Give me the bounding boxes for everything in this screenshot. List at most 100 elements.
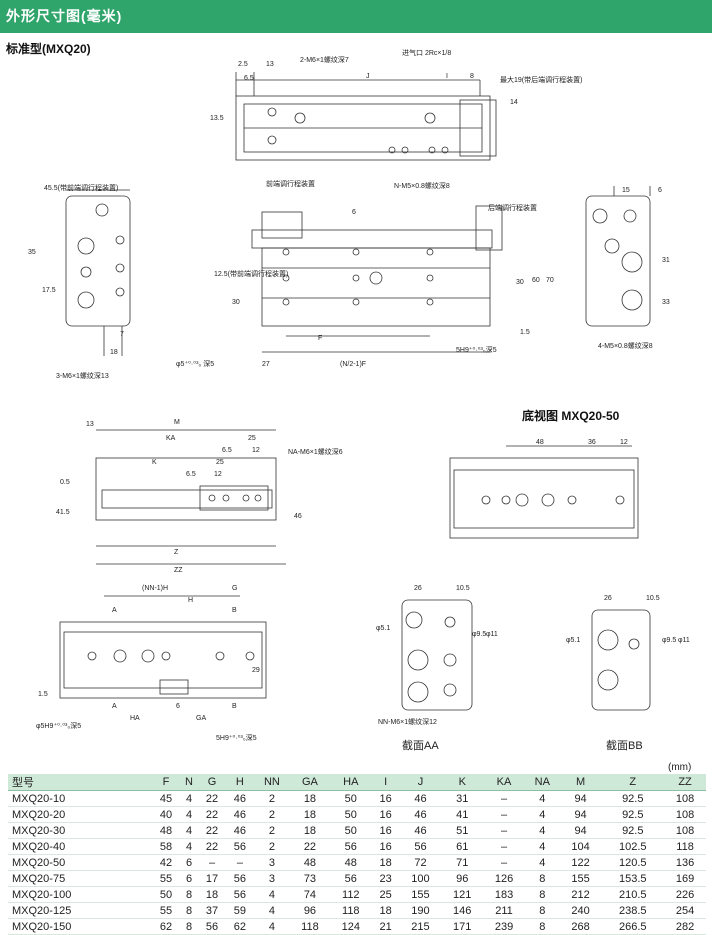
dim-a: A	[112, 607, 117, 614]
dim-70: 70	[546, 277, 554, 284]
side-view-drawing	[95, 429, 286, 565]
table-cell: 6	[179, 870, 199, 887]
dim-k: K	[152, 459, 157, 466]
dim-nn-thread: NN-M6×1螺纹深12	[378, 717, 437, 726]
table-cell: 73	[289, 870, 330, 887]
table-cell: 96	[289, 902, 330, 919]
dim-26-bb: 26	[604, 595, 612, 602]
dim-11-bb: φ11	[678, 637, 690, 644]
table-cell: 226	[664, 886, 706, 903]
dim-max19: 最大19(带后端调行程装置)	[500, 75, 582, 84]
dim-35: 35	[28, 249, 36, 256]
table-cell: –	[225, 854, 254, 871]
table-cell: 4	[524, 854, 560, 871]
dim-41-5: 41.5	[56, 509, 70, 516]
dim-30-right: 30	[516, 279, 524, 286]
dim-46: 46	[294, 513, 302, 520]
table-cell: 56	[225, 886, 254, 903]
table-header-cell: KA	[483, 774, 525, 791]
table-cell: 240	[559, 902, 602, 919]
table-cell: 92.5	[601, 806, 665, 823]
dim-30-front: 30	[232, 299, 240, 306]
table-cell: 46	[225, 790, 254, 807]
dim-29: 29	[252, 667, 260, 674]
table-cell: 56	[399, 838, 442, 855]
table-cell: –	[483, 822, 525, 839]
dim-ka: KA	[166, 435, 176, 442]
dim-14: 14	[510, 99, 518, 106]
table-cell: MXQ20-100	[8, 886, 153, 903]
table-cell: 8	[524, 886, 560, 903]
dim-1-5-low: 1.5	[38, 691, 48, 698]
table-header-cell: K	[441, 774, 484, 791]
table-cell: 58	[152, 838, 180, 855]
table-cell: 50	[329, 822, 372, 839]
table-cell: –	[198, 854, 226, 871]
table-cell: 146	[441, 902, 484, 919]
table-cell: 94	[559, 806, 602, 823]
table-header-cell: Z	[601, 774, 665, 791]
table-cell: 118	[664, 838, 706, 855]
dim-rear-adjust: 后端调行程装置	[488, 203, 537, 212]
dim-11-aa: φ11	[486, 631, 498, 638]
table-cell: 8	[524, 870, 560, 887]
table-cell: 100	[399, 870, 442, 887]
table-cell: –	[483, 790, 525, 807]
dim-25-b: 25	[216, 459, 224, 466]
left-view-drawing	[65, 189, 131, 356]
dim-33: 33	[662, 299, 670, 306]
table-cell: 46	[399, 806, 442, 823]
table-cell: 55	[152, 870, 180, 887]
table-cell: 254	[664, 902, 706, 919]
table-cell: MXQ20-40	[8, 838, 153, 855]
table-cell: 50	[329, 806, 372, 823]
table-cell: 22	[198, 806, 226, 823]
model-subtitle: 标准型(MXQ20)	[6, 42, 91, 56]
header-bar	[0, 0, 712, 33]
table-cell: 40	[152, 806, 180, 823]
table-cell: 61	[441, 838, 484, 855]
table-cell: 238.5	[601, 902, 665, 919]
table-header-cell: G	[198, 774, 226, 791]
table-cell: 8	[179, 902, 199, 919]
table-cell: 2	[253, 822, 290, 839]
dim-60: 60	[532, 277, 540, 284]
right-view-drawing	[585, 186, 651, 327]
table-cell: 4	[253, 886, 290, 903]
table-cell: MXQ20-125	[8, 902, 153, 919]
table-cell: 211	[483, 902, 525, 919]
table-cell: 16	[371, 838, 400, 855]
dim-6-5: 6.5	[244, 75, 254, 82]
table-header-cell: NN	[253, 774, 290, 791]
table-cell: 41	[441, 806, 484, 823]
table-cell: 210.5	[601, 886, 665, 903]
table-cell: 22	[198, 822, 226, 839]
table-cell: 94	[559, 822, 602, 839]
table-cell: 112	[329, 886, 372, 903]
table-cell: 23	[371, 870, 400, 887]
page-title: 外形尺寸图(毫米)	[6, 8, 123, 24]
table-cell: –	[483, 838, 525, 855]
table-cell: 94	[559, 790, 602, 807]
unit-label: (mm)	[668, 762, 692, 773]
dim-12: 12	[252, 447, 260, 454]
section-bb-drawing	[591, 609, 651, 711]
table-cell: 48	[152, 822, 180, 839]
table-cell: 108	[664, 806, 706, 823]
dim-9-5-aa: φ9.5	[472, 631, 486, 638]
dim-j: J	[366, 73, 370, 80]
dim-8: 8	[470, 73, 474, 80]
table-cell: 4	[524, 838, 560, 855]
table-header-cell: NA	[524, 774, 560, 791]
dim-5-1-bb: φ5.1	[566, 637, 580, 644]
table-cell: 6	[179, 854, 199, 871]
table-cell: 122	[559, 854, 602, 871]
dim-48: 48	[536, 439, 544, 446]
dim-1-5: 1.5	[520, 329, 530, 336]
table-cell: 4	[179, 806, 199, 823]
